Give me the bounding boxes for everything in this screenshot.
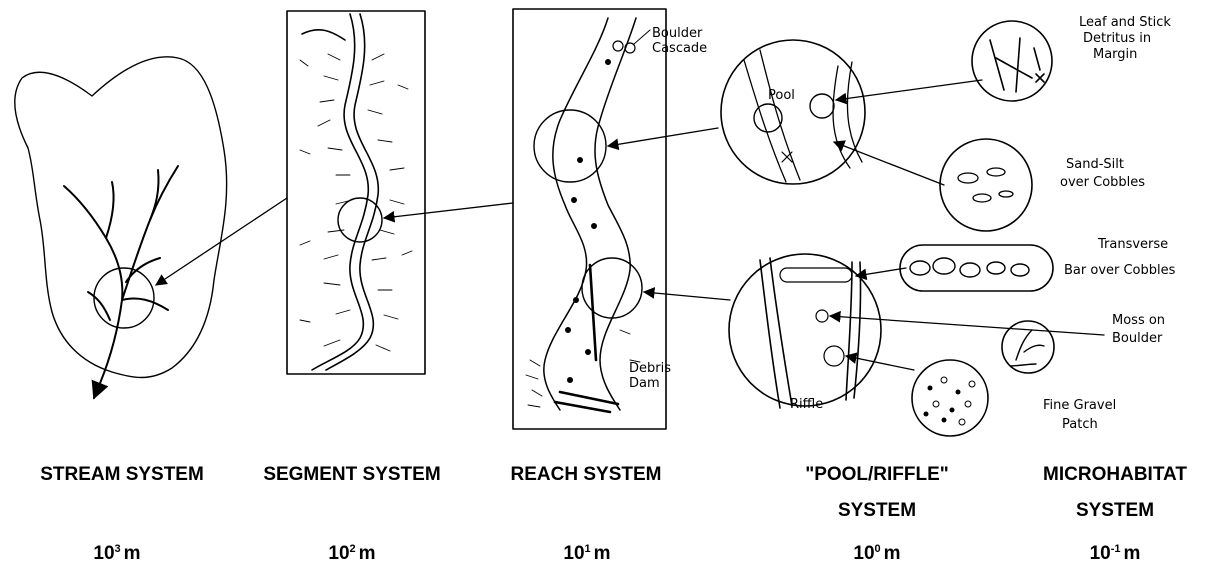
arrow-pool-to-reach [608,128,718,146]
title-microhabitat-line2: SYSTEM [1030,493,1200,529]
title-microhabitat-system: MICROHABITAT SYSTEM [1030,457,1200,529]
label-gravel-line2: Patch [1062,417,1098,432]
label-pool: Pool [768,88,795,103]
riffle-banks [760,258,861,408]
title-reach-system: REACH SYSTEM [490,457,682,493]
label-boulder-line2: Cascade [652,41,707,56]
pool-microsite-2 [810,94,834,118]
transverse-bar-cobbles [910,258,1029,277]
label-sand-line2: over Cobbles [1060,175,1145,190]
label-bar-line1: Transverse [1097,237,1168,252]
leaf-detritus-circle [972,21,1052,101]
transverse-bar-capsule [900,245,1053,291]
label-sand-line1: Sand-Silt [1066,157,1124,172]
outlet-arrow [94,388,98,398]
stream-network [64,166,178,388]
label-boulder-line1: Boulder [652,26,703,41]
label-debris-line2: Dam [629,376,660,391]
label-moss-line2: Boulder [1112,331,1163,346]
arrow-segment-to-stream [156,198,287,285]
arrow-sand-to-pool [834,142,944,185]
label-leaf-line2: Detritus in [1083,31,1151,46]
label-gravel-line1: Fine Gravel [1043,398,1116,413]
moss-strands [1010,330,1044,366]
segment-system-drawing [287,11,425,374]
label-leaf-line1: Leaf and Stick [1079,15,1171,30]
arrow-reach-to-segment [384,203,513,218]
gravel-particles [924,377,976,425]
arrow-leaf-to-pool [836,80,982,100]
title-pool-riffle-line1: "POOL/RIFFLE" [782,457,972,493]
riffle-moss-site [816,310,828,322]
sand-silt-circle [940,139,1032,231]
label-bar-line2: Bar over Cobbles [1064,263,1176,278]
label-riffle: Riffle [790,397,823,412]
segment-channel [302,14,378,370]
arrow-riffle-to-reach [644,292,730,300]
label-moss-line1: Moss on [1112,313,1165,328]
title-stream-system: STREAM SYSTEM [12,457,232,493]
leaf-detritus-sticks [990,38,1044,92]
arrow-moss-to-riffle [830,316,1104,335]
riffle-detail-circle [729,254,881,406]
title-reach-line1: REACH SYSTEM [490,457,682,493]
pool-riffle-drawing: Pool Riffle [721,40,881,412]
watershed-outline [15,57,227,378]
title-segment-line1: SEGMENT SYSTEM [238,457,466,493]
stream-focus-circle [94,268,154,328]
stream-system-drawing [15,57,227,398]
label-leaf-line3: Margin [1093,47,1137,62]
title-segment-system: SEGMENT SYSTEM [238,457,466,493]
riffle-bar-site [780,268,852,282]
riffle-gravel-site [824,346,844,366]
label-debris-line1: Debris [629,361,671,376]
segment-focus-circle [338,198,382,242]
title-pool-riffle-system: "POOL/RIFFLE" SYSTEM [782,457,972,529]
title-microhabitat-line1: MICROHABITAT [1030,457,1200,493]
gravel-circle [912,360,988,436]
title-pool-riffle-line2: SYSTEM [782,493,972,529]
sand-silt-cobbles [958,168,1013,202]
title-stream-line1: STREAM SYSTEM [12,457,232,493]
arrow-bar-to-riffle [856,268,906,276]
